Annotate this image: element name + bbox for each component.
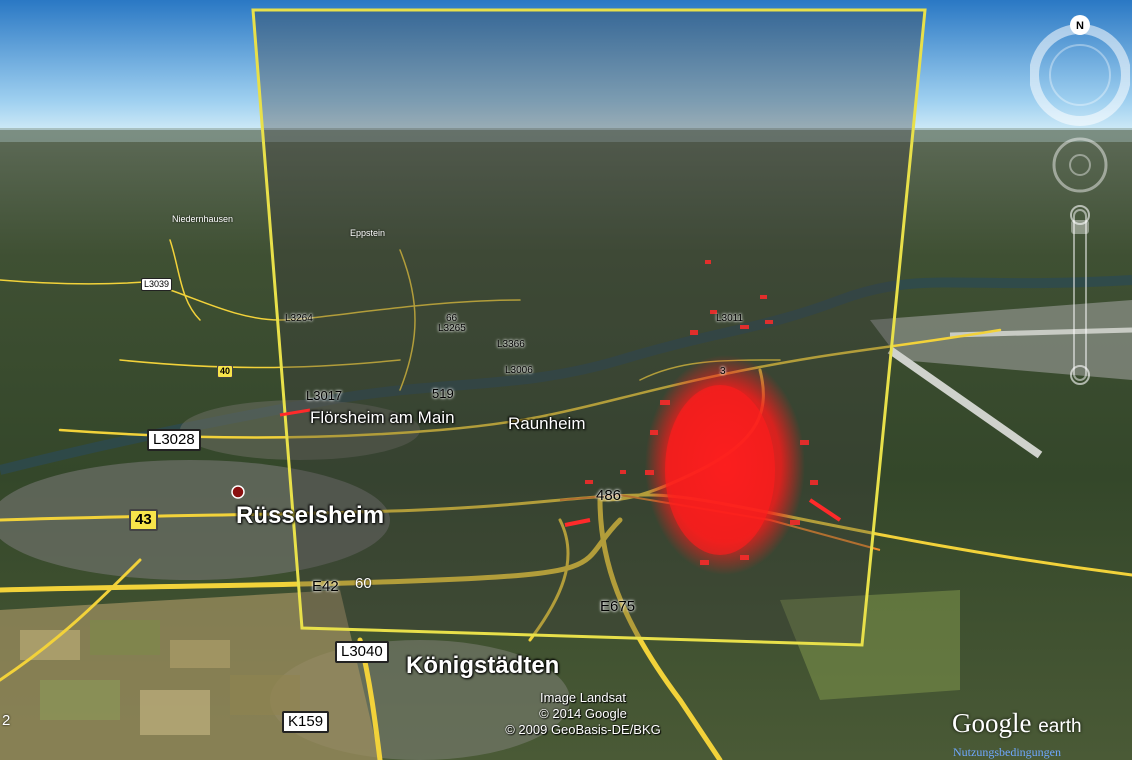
- place-marker-icon[interactable]: [231, 485, 245, 499]
- credit-line-3: © 2009 GeoBasis-DE/BKG: [505, 722, 661, 737]
- logo-google-text: Google: [952, 708, 1032, 738]
- road-label-l3006: L3006: [505, 365, 533, 376]
- road-label-66: 66: [446, 313, 458, 324]
- navigation-controls[interactable]: N: [1030, 10, 1130, 390]
- place-floersheim: Flörsheim am Main: [310, 408, 455, 427]
- place-eppstein: Eppstein: [350, 228, 386, 238]
- place-ruesselsheim: Rüsselsheim: [236, 502, 385, 529]
- road-label-60: 60: [355, 575, 372, 592]
- runway: [887, 346, 1043, 459]
- credit-line-2: © 2014 Google: [539, 706, 627, 721]
- place-koenigstaedten: Königstädten: [406, 652, 560, 679]
- brand-block: Google earth: [952, 708, 1082, 739]
- road-label-l3366: L3366: [497, 339, 525, 350]
- road-label-l3017: L3017: [306, 388, 343, 403]
- road-label-3: 3: [720, 366, 726, 377]
- sky: [0, 0, 1132, 135]
- urban-floersheim: [180, 400, 420, 460]
- road-label-e42: E42: [312, 578, 339, 595]
- road-label-519: 519: [432, 386, 454, 401]
- look-joystick-icon[interactable]: [1052, 137, 1108, 193]
- road-label-2: 2: [2, 712, 11, 729]
- compass-north-label: N: [1076, 20, 1084, 32]
- road-label-l3265: L3265: [438, 323, 466, 334]
- road-shield-43: 43: [129, 509, 158, 531]
- road-label-486: 486: [596, 487, 622, 504]
- imagery-credits: Image Landsat © 2014 Google © 2009 GeoBa…: [478, 690, 688, 738]
- credit-line-1: Image Landsat: [539, 690, 626, 705]
- road-label-l3011: L3011: [716, 313, 744, 324]
- road-label-l3264: L3264: [285, 313, 313, 324]
- compass-icon[interactable]: [1030, 15, 1130, 126]
- road-shield-k159: K159: [282, 711, 330, 733]
- road-shield-l3039: L3039: [141, 278, 173, 291]
- road-label-e675: E675: [600, 598, 636, 615]
- horizon-haze: [0, 128, 1132, 142]
- place-raunheim: Raunheim: [508, 414, 586, 433]
- zoom-slider-icon[interactable]: [1070, 205, 1090, 385]
- meadow: [780, 590, 960, 700]
- google-earth-logo: Google earth: [952, 708, 1082, 739]
- place-niedernhausen: Niedernhausen: [172, 214, 234, 224]
- road-shield-l3040: L3040: [335, 641, 389, 663]
- terms-link[interactable]: Nutzungsbedingungen: [953, 745, 1061, 759]
- red-points-cluster: [279, 260, 842, 575]
- airport: [870, 300, 1132, 380]
- logo-earth-text: earth: [1038, 716, 1082, 737]
- farm-fields: [20, 620, 300, 735]
- road-shield-l3028: L3028: [147, 429, 201, 451]
- overlay-panel: [251, 8, 927, 647]
- road-shield-40: 40: [217, 365, 234, 378]
